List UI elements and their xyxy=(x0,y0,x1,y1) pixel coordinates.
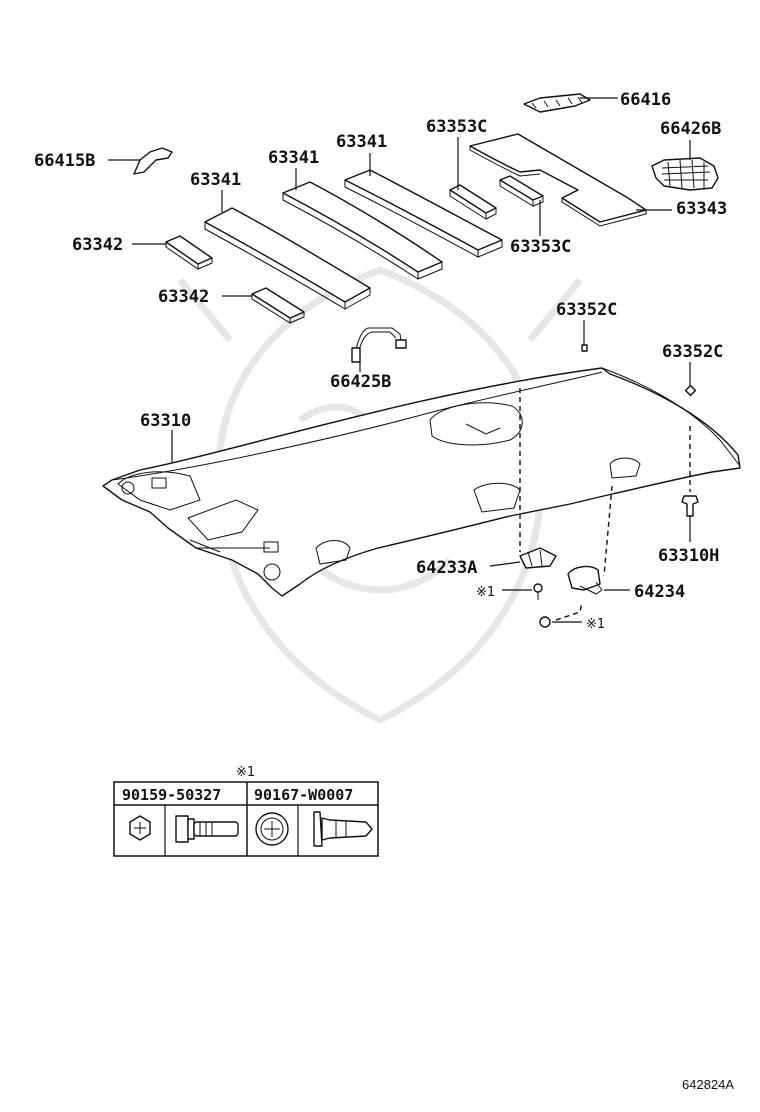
round-screw-side-icon xyxy=(313,811,373,847)
clip-63352C-lower xyxy=(684,384,697,397)
pad-63342-upper xyxy=(165,235,213,270)
pad-63353C-lower xyxy=(499,175,544,207)
wire-harness-66416 xyxy=(523,93,591,113)
pad-63341-middle xyxy=(282,181,443,280)
label-63353C-bottom[interactable]: 63353C xyxy=(510,237,571,257)
label-63310[interactable]: 63310 xyxy=(140,411,191,431)
holder-64233A xyxy=(519,547,557,569)
hex-bolt-head-icon xyxy=(129,815,151,841)
clip-63352C-upper xyxy=(581,344,588,352)
label-63341-right[interactable]: 63341 xyxy=(336,132,387,152)
clip-63310H xyxy=(681,495,699,517)
note-mark-screw-upper: ※1 xyxy=(476,585,495,600)
label-63352C-lower[interactable]: 63352C xyxy=(662,342,723,362)
leader-lines xyxy=(108,97,691,623)
label-66426B[interactable]: 66426B xyxy=(660,119,721,139)
pad-63342-lower xyxy=(251,287,305,324)
label-63341-left[interactable]: 63341 xyxy=(190,170,241,190)
screw-lower xyxy=(539,616,551,628)
note-mark-screw-lower: ※1 xyxy=(586,617,605,632)
label-63310H[interactable]: 63310H xyxy=(658,546,719,566)
diagram-id: 642824A xyxy=(682,1077,734,1092)
label-63341-middle[interactable]: 63341 xyxy=(268,148,319,168)
table-note-mark: ※1 xyxy=(236,765,255,780)
hex-bolt-side-icon xyxy=(175,815,239,843)
bracket-66415B xyxy=(133,147,173,175)
holder-64234 xyxy=(567,565,603,595)
label-63342-upper[interactable]: 63342 xyxy=(72,235,123,255)
label-66425B[interactable]: 66425B xyxy=(330,372,391,392)
label-66415B[interactable]: 66415B xyxy=(34,151,95,171)
round-screw-head-icon xyxy=(255,812,289,846)
label-66416[interactable]: 66416 xyxy=(620,90,671,110)
label-63343[interactable]: 63343 xyxy=(676,199,727,219)
assembly-line-right xyxy=(603,485,613,577)
part-labels: 66416 66415B 66426B 63353C 63341 63341 6… xyxy=(34,90,727,632)
assembly-line-screw xyxy=(555,601,583,621)
label-64233A[interactable]: 64233A xyxy=(416,558,477,578)
pad-63353C-upper xyxy=(449,184,497,220)
label-63342-lower[interactable]: 63342 xyxy=(158,287,209,307)
wire-harness-66426B xyxy=(651,157,719,191)
label-63353C-top[interactable]: 63353C xyxy=(426,117,487,137)
table-part-90167-W0007[interactable]: 90167-W0007 xyxy=(254,786,353,804)
headlining-63310 xyxy=(102,367,741,597)
label-64234[interactable]: 64234 xyxy=(634,582,685,602)
fastener-table: ※1 90159-50327 90167-W0007 xyxy=(113,765,379,857)
pad-63341-right xyxy=(344,169,503,258)
label-63352C-upper[interactable]: 63352C xyxy=(556,300,617,320)
pad-63341-left xyxy=(204,207,371,310)
screw-upper xyxy=(533,583,543,600)
table-part-90159-50327[interactable]: 90159-50327 xyxy=(122,786,221,804)
wire-harness-66425B xyxy=(351,327,407,363)
